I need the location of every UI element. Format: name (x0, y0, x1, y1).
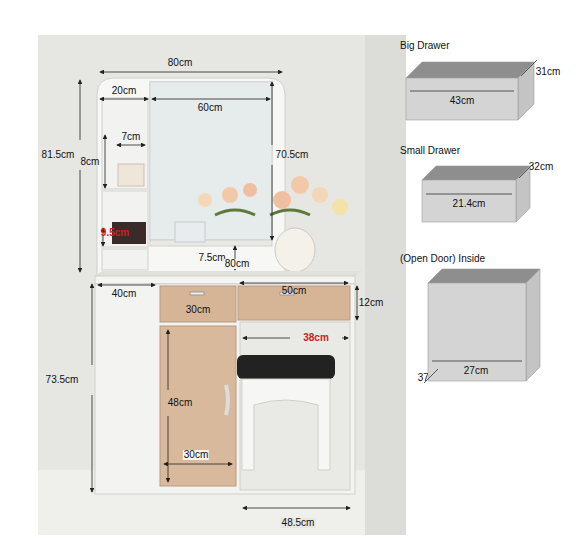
dimension-label: 7.5cm (198, 253, 225, 263)
dimension-label: 50cm (282, 286, 306, 296)
dimension-label: 73.5cm (46, 375, 79, 385)
dimension-label: 60cm (198, 103, 222, 113)
box-heading: (Open Door) Inside (400, 253, 485, 264)
dimension-label: 80cm (224, 259, 250, 269)
dimension-label: 40cm (112, 289, 136, 299)
dimension-label: 7cm (122, 132, 141, 142)
drawer-box: (Open Door) Inside 27cm (400, 253, 550, 388)
box-heading: Big Drawer (400, 40, 449, 51)
dimension-label: 9.5cm (101, 228, 129, 238)
box-dimension: 43cm (450, 95, 474, 106)
dimension-label: 81.5cm (42, 150, 75, 160)
drawer-box: Big Drawer 43cm (400, 40, 550, 130)
box-dimension: 21.4cm (453, 198, 486, 209)
drawer-box: Small Drawer 21.4cm (400, 145, 550, 230)
dimension-label: 38cm (302, 333, 330, 343)
box-outline (400, 145, 550, 230)
dimension-label: 31cm (536, 67, 560, 77)
dimension-label: 48cm (168, 398, 192, 408)
box-heading: Small Drawer (400, 145, 460, 156)
dimension-label: 30cm (183, 450, 209, 460)
box-dimension: 27cm (464, 365, 488, 376)
dimension-label: 80cm (167, 58, 193, 68)
dimension-label: 20cm (112, 86, 136, 96)
dimension-label: 12cm (359, 298, 383, 308)
dimension-label: 30cm (185, 305, 211, 315)
dimension-label: 8cm (81, 157, 100, 167)
dimension-label: 32cm (529, 162, 553, 172)
box-outline (400, 40, 550, 130)
dimension-label: 70.5cm (276, 150, 309, 160)
dimension-label: 48.5cm (281, 518, 316, 528)
